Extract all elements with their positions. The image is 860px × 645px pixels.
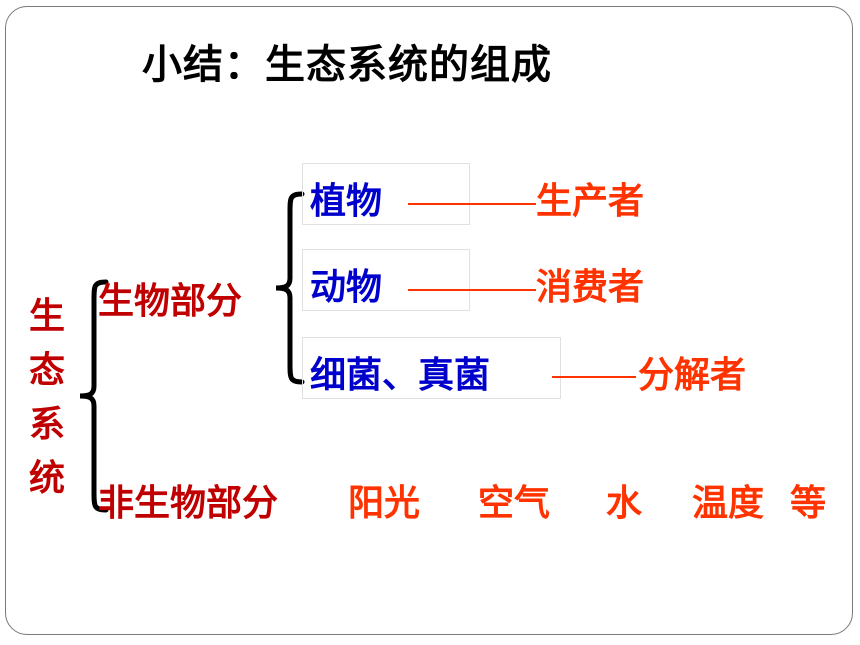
connector-line [408, 203, 536, 205]
role-label: 消费者 [536, 267, 645, 308]
root-brace [79, 279, 109, 513]
organism-box-microbe [302, 337, 561, 399]
connector-line [408, 289, 536, 291]
organism-label: 动物 [310, 267, 383, 308]
abiotic-factor: 空气 [478, 483, 551, 524]
organism-box-plant [302, 163, 470, 225]
root-char: 统 [28, 458, 65, 499]
root-label-ecosystem: 生 态 系 统 [25, 290, 69, 506]
organism-label: 植物 [310, 181, 383, 222]
role-label: 分解者 [638, 355, 747, 396]
biotic-part-label: 生物部分 [98, 281, 243, 322]
abiotic-part-label: 非生物部分 [98, 483, 279, 524]
root-char: 系 [28, 404, 65, 445]
role-label: 生产者 [536, 181, 645, 222]
abiotic-factor: 水 [606, 483, 643, 524]
slide-frame [5, 6, 853, 635]
connector-line [552, 376, 636, 378]
abiotic-factor: 阳光 [348, 483, 421, 524]
biotic-brace [275, 191, 305, 385]
abiotic-factor: 等 [790, 483, 827, 524]
organism-label: 细菌、真菌 [310, 355, 491, 396]
abiotic-factor: 温度 [692, 483, 765, 524]
organism-box-animal [302, 249, 470, 311]
root-char: 态 [28, 350, 65, 391]
page-title: 小结：生态系统的组成 [142, 42, 552, 88]
root-char: 生 [28, 296, 65, 337]
